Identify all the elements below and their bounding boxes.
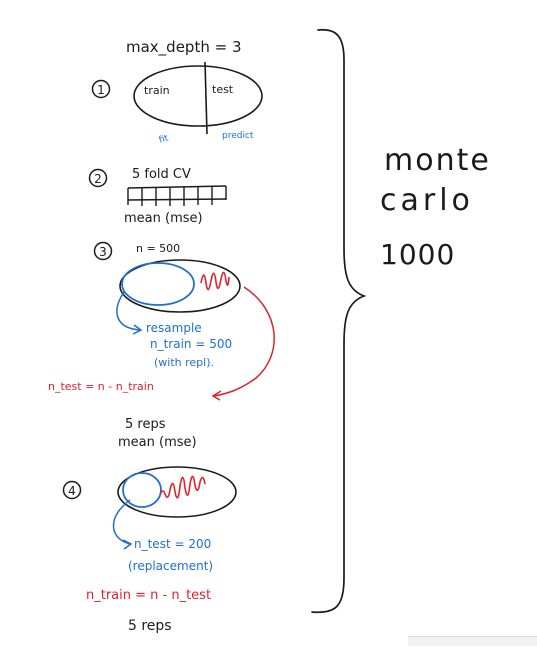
n-train-500-label: n_train = 500 [150, 337, 232, 351]
step-3-reps: 5 reps [125, 417, 166, 432]
step-3: 3 n = 500 resample n_train = 500 (with r… [48, 241, 275, 450]
step-3-circle [93, 241, 113, 261]
fit-label: fit [158, 133, 170, 145]
monte-label: monte [384, 143, 491, 178]
step-3-test-scribble [200, 271, 230, 291]
step-3-mean-mse: mean (mse) [118, 435, 197, 450]
step-4-blue-arrow [112, 499, 131, 545]
step-2-circle [88, 168, 108, 188]
n-test-formula: n_test = n - n_train [48, 380, 154, 393]
step-2-number: 2 [94, 172, 102, 186]
step-3-outer-oval [119, 259, 241, 313]
step-3-blue-arrowhead [132, 324, 143, 335]
max-depth-label: max_depth = 3 [126, 38, 242, 57]
step-1-circle [91, 79, 111, 99]
replacement-label: (replacement) [128, 559, 213, 573]
monte-carlo-note: monte carlo 1000 [380, 143, 491, 271]
step-3-number: 3 [99, 245, 107, 259]
n-test-200-label: n_test = 200 [134, 537, 211, 551]
n-train-formula: n_train = n - n_test [86, 588, 211, 603]
step-4-test-blob [122, 472, 162, 508]
step-1: 1 train test fit predict [91, 61, 263, 146]
train-test-divider [204, 61, 208, 135]
step-4: 4 n_test = 200 (replacement) n_train = n… [62, 466, 237, 634]
step-2: 2 5 fold CV mean (mse) [88, 167, 227, 226]
carlo-label: carlo [380, 183, 474, 218]
test-label: test [212, 83, 234, 96]
cv-folds-grid [127, 185, 227, 206]
monte-carlo-brace [311, 28, 367, 614]
step-3-red-arrow [213, 286, 275, 397]
n-500-label: n = 500 [136, 242, 180, 255]
resample-label: resample [146, 321, 202, 335]
step-4-reps: 5 reps [128, 618, 172, 634]
step-4-outer-oval [117, 466, 237, 518]
with-repl-label: (with repl). [154, 356, 214, 369]
five-fold-cv-label: 5 fold CV [132, 167, 191, 182]
step-3-train-blob [121, 262, 195, 306]
step-3-blue-arrow [116, 291, 141, 331]
step-1-number: 1 [97, 83, 105, 97]
bottom-frame-edge [408, 636, 537, 646]
step-2-mean-mse: mean (mse) [124, 211, 203, 226]
step-4-train-scribble [159, 475, 206, 499]
step-4-blue-arrowhead [122, 539, 133, 550]
predict-label: predict [222, 131, 254, 141]
iterations-label: 1000 [380, 238, 455, 271]
train-label: train [144, 84, 170, 97]
step-3-red-arrowhead [211, 390, 222, 401]
step-4-circle [62, 480, 82, 500]
train-test-oval [133, 65, 263, 127]
step-4-number: 4 [68, 484, 76, 498]
